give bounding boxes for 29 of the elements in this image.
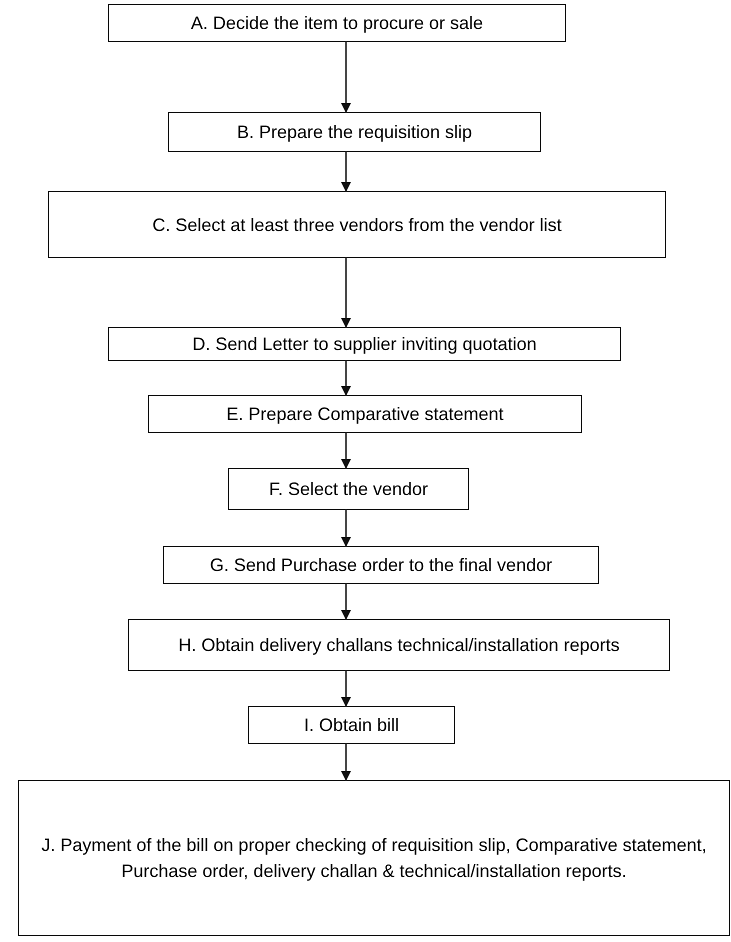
step-text: J. Payment of the bill on proper checking of requisition slip, Comparative statement, Purchase order, delivery challan & technical/installation reports. — [40, 834, 708, 883]
process-box — [108, 4, 566, 42]
arrow — [341, 152, 351, 192]
step-text: C. Select at least three vendors from the vendor list — [152, 214, 562, 236]
step-text: G. Send Purchase order to the final vendor — [210, 554, 552, 577]
step-text: B. Prepare the requisition slip — [236, 121, 472, 144]
process-box — [128, 619, 670, 671]
step-text: I. Obtain bill — [304, 714, 400, 737]
process-box — [108, 327, 621, 361]
process-box — [228, 468, 469, 510]
process-box — [148, 395, 582, 433]
process-box — [248, 706, 455, 744]
arrow — [341, 671, 351, 707]
process-box — [168, 112, 541, 152]
process-box — [48, 191, 666, 258]
process-box — [18, 780, 730, 936]
arrow — [341, 433, 351, 469]
process-box — [163, 546, 599, 584]
step-text: E. Prepare Comparative statement — [226, 403, 504, 426]
arrow — [341, 361, 351, 396]
arrow — [341, 510, 351, 547]
step-text: D. Send Letter to supplier inviting quotation — [192, 333, 537, 356]
arrow — [341, 258, 351, 328]
arrow — [341, 744, 351, 781]
arrow — [341, 42, 351, 113]
step-text: F. Select the vendor — [268, 478, 428, 501]
arrow — [341, 584, 351, 620]
step-text: H. Obtain delivery challans technical/installation reports — [178, 634, 620, 657]
step-text: A. Decide the item to procure or sale — [190, 12, 484, 35]
